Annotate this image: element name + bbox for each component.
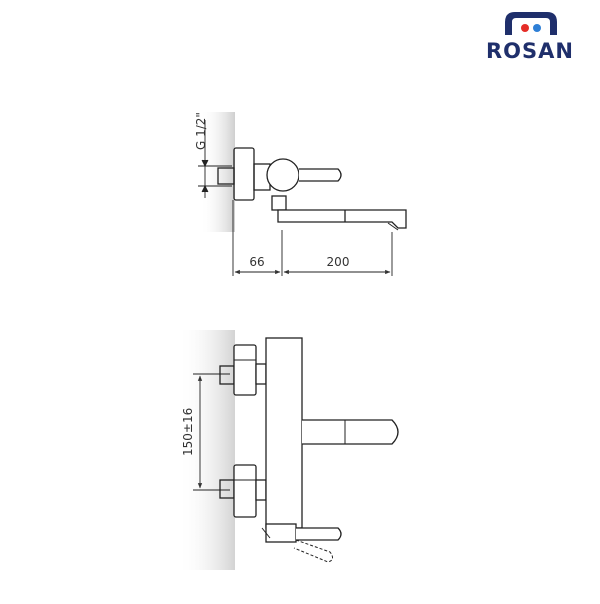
- lower-flange: [233, 464, 257, 518]
- dim-200-label: 200: [327, 255, 350, 269]
- logo-blue-dot: [533, 24, 541, 32]
- top-view: G 1/2" 66 200: [194, 112, 407, 276]
- spacing-dimension: [193, 373, 230, 491]
- logo-red-dot: [521, 24, 529, 32]
- length-dimensions: [232, 200, 393, 276]
- diverter-base: [265, 523, 297, 543]
- wall-flange-top: [233, 147, 255, 201]
- wall-shading-front: [178, 330, 235, 570]
- upper-flange: [233, 344, 257, 396]
- spacing-label: 150±16: [181, 408, 195, 456]
- spout-joint-top: [271, 195, 287, 211]
- diverter-lever-alt-position: [293, 539, 334, 563]
- logo-symbol: [505, 12, 557, 35]
- valve-cartridge-top: [266, 158, 300, 192]
- lever-handle-top: [299, 168, 342, 182]
- spout-top: [277, 209, 407, 229]
- diverter-lever: [296, 527, 342, 541]
- dim-66-label: 66: [249, 255, 264, 269]
- front-view: 150±16: [178, 330, 399, 570]
- thread-dimension: [198, 120, 232, 198]
- thread-label: G 1/2": [194, 112, 208, 150]
- spout-front: [302, 419, 399, 445]
- mixer-body-front: [265, 337, 303, 529]
- brand-logo: ROSAN: [486, 12, 574, 63]
- logo-wordmark: ROSAN: [486, 39, 574, 63]
